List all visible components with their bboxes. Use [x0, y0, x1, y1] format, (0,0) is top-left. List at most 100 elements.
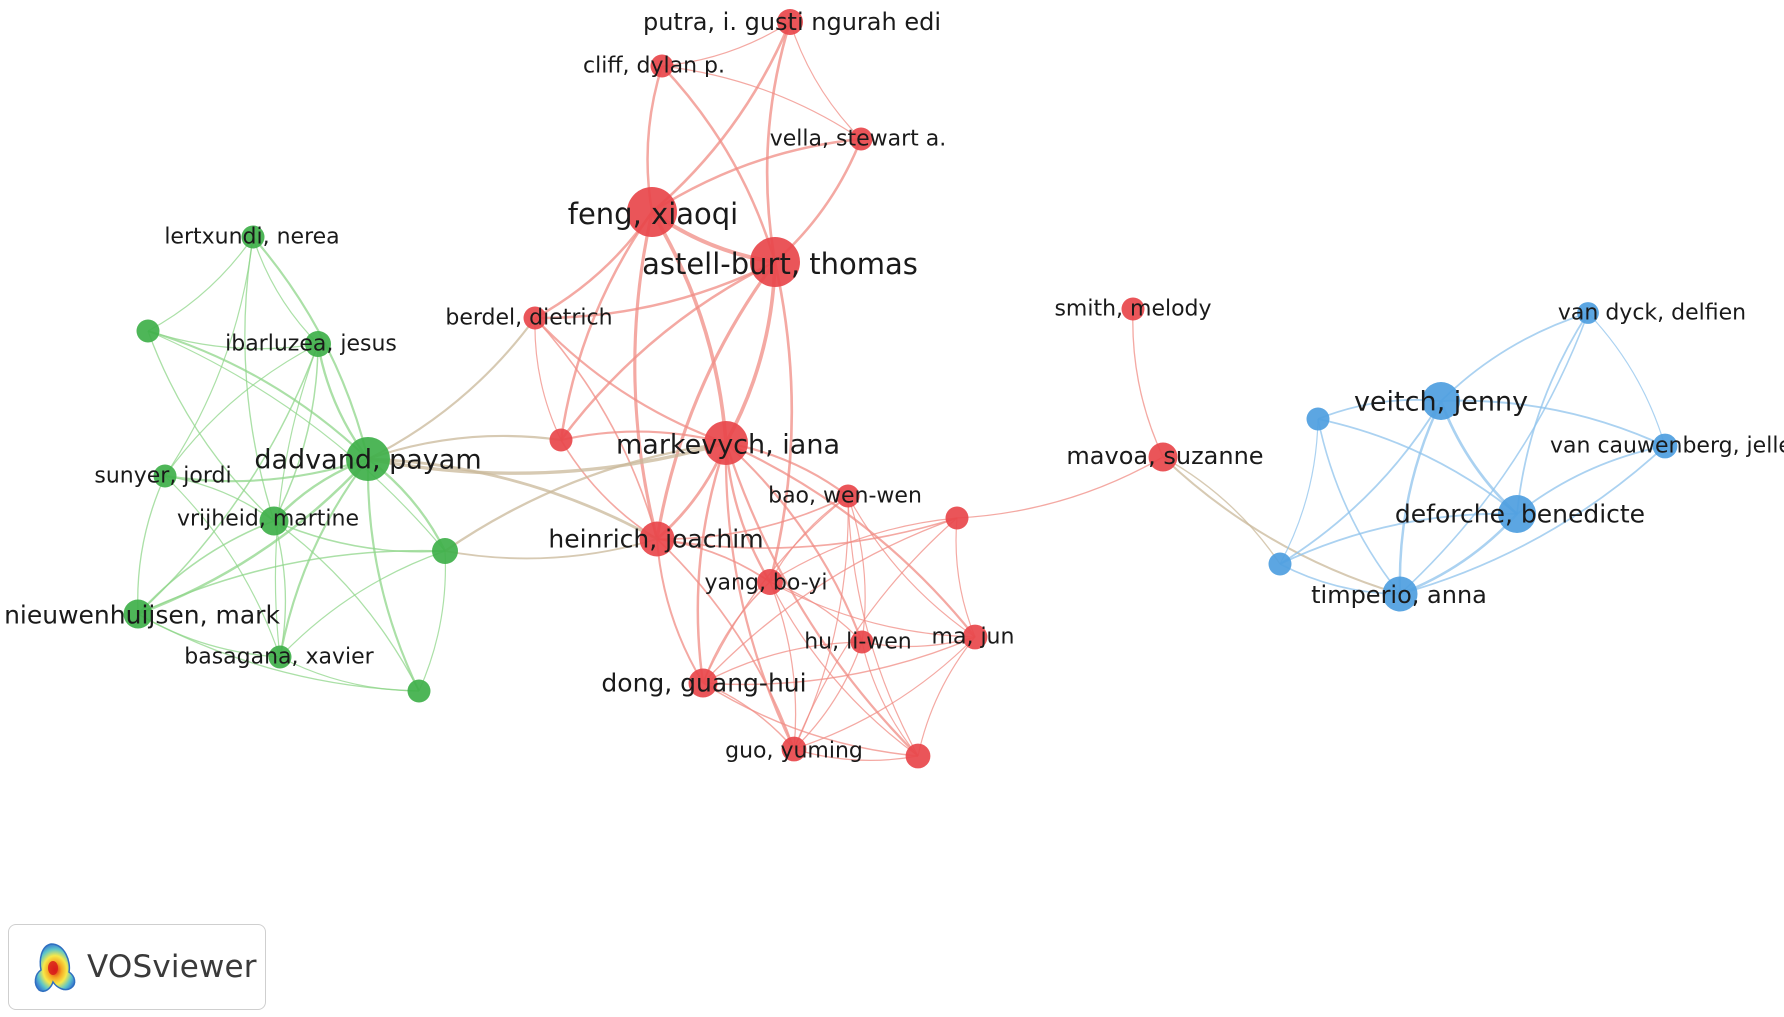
label-yang: yang, bo-yi: [705, 571, 828, 596]
node-nieuwenhuijsen[interactable]: [123, 599, 153, 629]
link-vandyck-veitch: [1440, 312, 1589, 402]
node-basagana[interactable]: [268, 645, 292, 669]
label-hu: hu, li-wen: [804, 630, 912, 655]
link-green_unl1-dadvand: [147, 329, 369, 460]
node-timperio[interactable]: [1382, 576, 1418, 612]
node-lertxundi[interactable]: [241, 225, 265, 249]
link-guo-red_unl2: [793, 517, 958, 750]
link-berdel-markevych: [534, 317, 727, 445]
link-vrijheid-green_unl2: [273, 520, 446, 553]
node-dadvand[interactable]: [346, 437, 390, 481]
link-veitch-deforche: [1439, 400, 1518, 515]
link-putra-cliff: [661, 21, 791, 67]
link-markevych-ma: [725, 441, 976, 638]
node-yang[interactable]: [757, 569, 783, 595]
link-ma-red_unl2: [955, 517, 976, 638]
node-dong[interactable]: [688, 668, 718, 698]
node-red_unl2[interactable]: [945, 506, 969, 530]
node-sunyer[interactable]: [153, 464, 177, 488]
link-heinrich-guo: [656, 538, 795, 750]
node-bao[interactable]: [836, 484, 860, 508]
link-bao-hu: [847, 495, 866, 643]
link-dadvand-red_unl1: [367, 434, 562, 461]
node-deforche[interactable]: [1498, 495, 1536, 533]
link-bao-ma: [847, 495, 976, 638]
link-vrijheid-nieuwenhuijsen: [137, 520, 275, 615]
link-green_unl2-heinrich: [444, 538, 658, 560]
node-mavoa[interactable]: [1148, 442, 1178, 472]
node-heinrich[interactable]: [639, 521, 675, 557]
link-feng-markevych: [650, 211, 728, 444]
node-vancauwenberg[interactable]: [1652, 433, 1678, 459]
label-vandyck: van dyck, delfien: [1558, 301, 1746, 326]
link-dadvand-sunyer: [164, 457, 369, 483]
link-dong-red_unl2: [702, 517, 958, 684]
node-red_unl3[interactable]: [905, 743, 931, 769]
label-putra: putra, i. gusti ngurah edi: [643, 8, 941, 36]
link-dong-hu: [702, 641, 863, 684]
node-vandyck[interactable]: [1577, 302, 1599, 324]
link-guo-red_unl3: [793, 748, 919, 761]
link-veitch-timperio: [1398, 400, 1443, 595]
link-ibarluzea-basagana: [274, 343, 319, 658]
label-vancauwenberg: van cauwenberg, jelle: [1550, 434, 1784, 459]
node-vella[interactable]: [849, 127, 873, 151]
node-blue_unl2[interactable]: [1268, 552, 1292, 576]
link-blue_unl1-blue_unl2: [1279, 418, 1319, 565]
node-vrijheid[interactable]: [259, 506, 289, 536]
link-cliff-vella: [661, 65, 862, 140]
link-deforche-blue_unl2: [1279, 512, 1518, 565]
node-guo[interactable]: [781, 736, 807, 762]
label-deforche: deforche, benedicte: [1395, 500, 1645, 529]
link-veitch-vancauwenberg: [1440, 399, 1666, 447]
link-ma-guo: [793, 636, 976, 750]
label-cliff: cliff, dylan p.: [583, 54, 725, 79]
link-vandyck-deforche: [1516, 312, 1589, 515]
link-markevych-red_unl3: [724, 442, 919, 757]
link-lertxundi-green_unl1: [147, 236, 254, 332]
link-dadvand-heinrich: [367, 457, 658, 541]
link-vrijheid-green_unl3: [273, 520, 420, 692]
link-berdel-red_unl1: [534, 317, 562, 441]
node-veitch[interactable]: [1422, 382, 1460, 420]
link-vandyck-vancauwenberg: [1587, 312, 1666, 447]
node-smith[interactable]: [1121, 297, 1145, 321]
node-green_unl2[interactable]: [432, 538, 458, 564]
node-putra[interactable]: [777, 9, 803, 35]
link-mavoa-timperio: [1162, 456, 1401, 595]
link-astell-yang: [768, 261, 794, 583]
link-putra-vella: [789, 21, 862, 140]
link-nieuwenhuijsen-green_unl2: [137, 549, 446, 615]
label-dong: dong, guang-hui: [601, 669, 806, 698]
label-astell: astell-burt, thomas: [642, 247, 918, 281]
node-markevych[interactable]: [704, 421, 748, 465]
link-mavoa-blue_unl2: [1162, 456, 1281, 565]
label-lertxundi: lertxundi, nerea: [164, 225, 339, 250]
label-dadvand: dadvand, payam: [254, 445, 481, 476]
label-timperio: timperio, anna: [1311, 581, 1487, 609]
link-yang-ma: [769, 581, 976, 638]
node-ma[interactable]: [962, 624, 988, 650]
node-feng[interactable]: [627, 187, 677, 237]
node-ibarluzea[interactable]: [305, 331, 331, 357]
label-vrijheid: vrijheid, martine: [177, 507, 359, 532]
link-astell-markevych: [724, 261, 777, 444]
link-lertxundi-vrijheid: [244, 236, 275, 522]
node-red_unl1[interactable]: [549, 428, 573, 452]
node-hu[interactable]: [850, 630, 874, 654]
node-astell[interactable]: [750, 237, 800, 287]
label-veitch: veitch, jenny: [1354, 387, 1528, 418]
node-green_unl1[interactable]: [136, 319, 160, 343]
link-putra-feng: [651, 21, 792, 214]
link-markevych-dong: [696, 442, 728, 684]
node-green_unl3[interactable]: [407, 679, 431, 703]
network-nodes: [123, 9, 1678, 769]
label-feng: feng, xiaoqi: [568, 197, 738, 231]
node-blue_unl1[interactable]: [1306, 407, 1330, 431]
link-basagana-green_unl2: [279, 550, 446, 658]
node-berdel[interactable]: [523, 306, 547, 330]
link-feng-heinrich: [633, 211, 659, 540]
link-hu-red_unl3: [861, 641, 919, 757]
node-cliff[interactable]: [650, 54, 674, 78]
link-lertxundi-sunyer: [164, 236, 254, 477]
